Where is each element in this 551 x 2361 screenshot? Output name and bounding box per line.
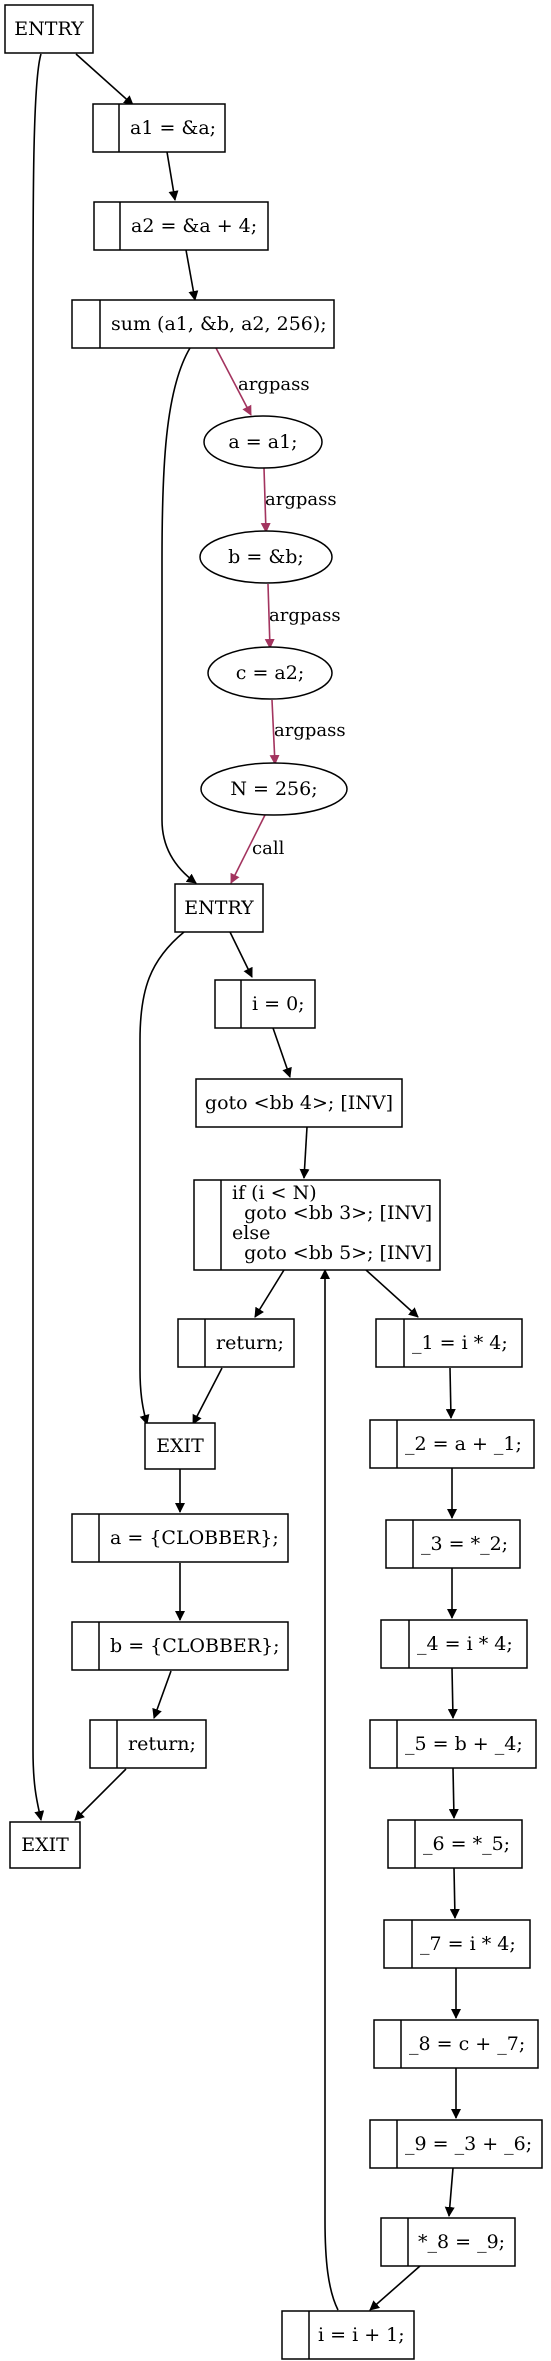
edge-entry-sum-exit-sum: [139, 931, 185, 1425]
node-label: _9 = _3 + _6;: [405, 2133, 532, 2155]
node-sum-call: sum (a1, &b, a2, 256);: [71, 299, 335, 349]
edge-labels: argpass argpass argpass argpass call: [238, 374, 346, 859]
node-goto4: goto <bb 4>; [INV]: [195, 1078, 403, 1128]
node-s6: _6 = *_5;: [387, 1819, 523, 1869]
edge-sum-entry-sum: [161, 347, 197, 884]
edge-s1-s2: [445, 1367, 456, 1419]
node-label: *_8 = _9;: [418, 2231, 505, 2253]
node-label: _6 = *_5;: [423, 1833, 510, 1855]
node-param-a: a = a1;: [203, 415, 323, 469]
node-label: ENTRY: [184, 897, 254, 919]
node-label: EXIT: [156, 1435, 204, 1457]
edge-label-call: call: [252, 838, 285, 859]
node-label: return;: [128, 1733, 196, 1755]
node-s2: _2 = a + _1;: [369, 1419, 535, 1469]
node-label: _3 = *_2;: [421, 1533, 508, 1555]
node-param-b: b = &b;: [199, 530, 333, 584]
edge-s6-s7: [449, 1867, 460, 1919]
node-if: if (i < N) goto <bb 3>; [INV] else goto …: [193, 1179, 441, 1271]
edge-b-clobber-return: [152, 1670, 172, 1719]
edge-argpass-2: [260, 467, 271, 533]
edge-s10-s11: [369, 2265, 421, 2311]
node-return-sum: return;: [177, 1318, 295, 1368]
node-entry-sum: ENTRY: [174, 883, 264, 933]
node-label: a2 = &a + 4;: [131, 215, 257, 237]
node-label: N = 256;: [230, 778, 317, 800]
edge-a1-a2: [166, 151, 179, 201]
node-label: b = {CLOBBER};: [110, 1635, 280, 1657]
node-label-line3: else: [232, 1222, 270, 1244]
edge-a2-sum: [185, 249, 199, 301]
node-label: _1 = i * 4;: [412, 1332, 508, 1354]
edge-label-argpass-1: argpass: [238, 374, 310, 395]
node-label: EXIT: [21, 1834, 69, 1856]
edges: [32, 53, 461, 2311]
node-s8: _8 = c + _7;: [373, 2019, 539, 2069]
edge-label-argpass-2: argpass: [265, 489, 337, 510]
edge-call: [230, 814, 266, 884]
node-label: _5 = b + _4;: [405, 1733, 523, 1755]
node-label: i = 0;: [252, 993, 305, 1015]
node-b-clobber: b = {CLOBBER};: [71, 1621, 289, 1671]
edge-return-exit-main: [74, 1768, 127, 1821]
node-s10: *_8 = _9;: [380, 2217, 516, 2267]
edge-entry-a1: [75, 53, 134, 106]
node-label: _2 = a + _1;: [405, 1433, 522, 1455]
edge-goto-if: [299, 1126, 310, 1179]
node-s3: _3 = *_2;: [385, 1519, 521, 1569]
edge-return-exit-sum: [192, 1367, 223, 1425]
node-label-line4: goto <bb 5>; [INV]: [232, 1242, 432, 1264]
node-a1: a1 = &a;: [92, 103, 226, 153]
edge-argpass-3: [264, 583, 275, 649]
node-label-line2: goto <bb 3>; [INV]: [232, 1202, 432, 1224]
node-s11: i = i + 1;: [281, 2310, 415, 2360]
node-a2: a2 = &a + 4;: [93, 201, 269, 251]
node-label-line1: if (i < N): [232, 1182, 317, 1204]
node-label: goto <bb 4>; [INV]: [205, 1092, 393, 1114]
node-return-main: return;: [89, 1719, 207, 1769]
node-label: i = i + 1;: [318, 2324, 405, 2346]
node-label: _8 = c + _7;: [409, 2033, 525, 2055]
node-label: ENTRY: [14, 18, 84, 40]
node-exit-sum: EXIT: [144, 1422, 216, 1470]
edge-label-argpass-4: argpass: [274, 720, 346, 741]
node-s1: _1 = i * 4;: [375, 1318, 523, 1368]
node-s9: _9 = _3 + _6;: [369, 2119, 543, 2169]
edge-argpass-1: [215, 347, 252, 416]
edge-if-return: [254, 1269, 285, 1318]
edge-s5-s6: [448, 1767, 459, 1819]
node-s7: _7 = i * 4;: [383, 1919, 531, 1969]
edge-label-argpass-3: argpass: [269, 605, 341, 626]
node-label: a = {CLOBBER};: [110, 1527, 279, 1549]
node-s5: _5 = b + _4;: [369, 1719, 537, 1769]
edge-entry-sum-i0: [229, 931, 253, 978]
node-label: _7 = i * 4;: [420, 1933, 516, 1955]
edge-entry-exit-main: [32, 53, 45, 1821]
node-s4: _4 = i * 4;: [380, 1619, 528, 1669]
edge-s11-if-loop: [320, 1269, 339, 2311]
node-label: c = a2;: [236, 662, 304, 684]
node-label: a1 = &a;: [130, 117, 216, 139]
edge-s4-s5: [447, 1667, 458, 1719]
node-label: return;: [216, 1332, 284, 1354]
node-label: sum (a1, &b, a2, 256);: [111, 313, 327, 335]
edge-s9-s10: [444, 2167, 455, 2217]
edge-if-s1: [365, 1269, 419, 1318]
node-i0: i = 0;: [214, 979, 316, 1029]
node-label: b = &b;: [228, 546, 304, 568]
node-param-c: c = a2;: [207, 646, 333, 700]
node-param-n: N = 256;: [200, 762, 348, 816]
node-exit-main: EXIT: [9, 1821, 81, 1869]
node-a-clobber: a = {CLOBBER};: [71, 1513, 289, 1563]
node-entry-main: ENTRY: [4, 4, 94, 54]
node-label: _4 = i * 4;: [417, 1633, 513, 1655]
edge-i0-goto: [272, 1027, 292, 1078]
node-label: a = a1;: [228, 431, 297, 453]
edge-argpass-4: [269, 699, 280, 765]
